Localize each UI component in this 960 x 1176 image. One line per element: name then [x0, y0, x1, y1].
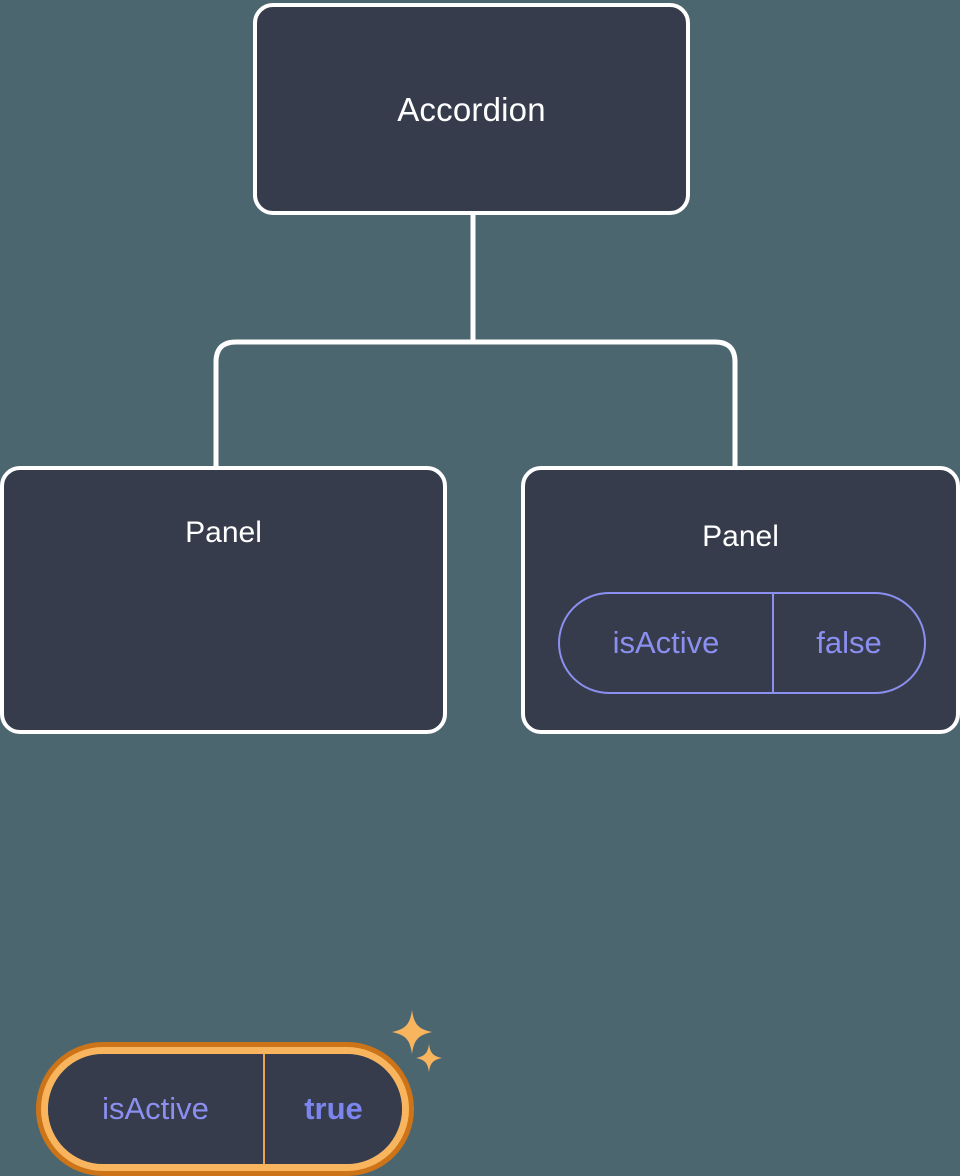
node-accordion[interactable]: Accordion: [253, 3, 690, 215]
pill-body: isActive true: [48, 1054, 402, 1164]
prop-value: true: [263, 1054, 402, 1164]
component-tree-diagram: Accordion Panel isActive true Panel isAc…: [0, 3, 960, 1176]
node-accordion-label: Accordion: [397, 90, 546, 128]
connector-branch-bar: [213, 339, 738, 468]
prop-key: isActive: [612, 625, 720, 660]
node-panel-inactive-label: Panel: [702, 520, 779, 553]
prop-key: isActive: [102, 1091, 209, 1126]
node-panel-active[interactable]: Panel isActive true: [0, 466, 447, 1176]
node-panel-active-label: Panel: [185, 516, 262, 549]
sparkle-small-icon: [416, 1044, 442, 1072]
prop-pill-isactive-false[interactable]: isActive false: [558, 592, 926, 694]
prop-pill-isactive-true[interactable]: isActive true: [36, 1042, 414, 1176]
node-panel-inactive[interactable]: Panel isActive false: [521, 466, 960, 734]
prop-value: false: [772, 594, 924, 692]
